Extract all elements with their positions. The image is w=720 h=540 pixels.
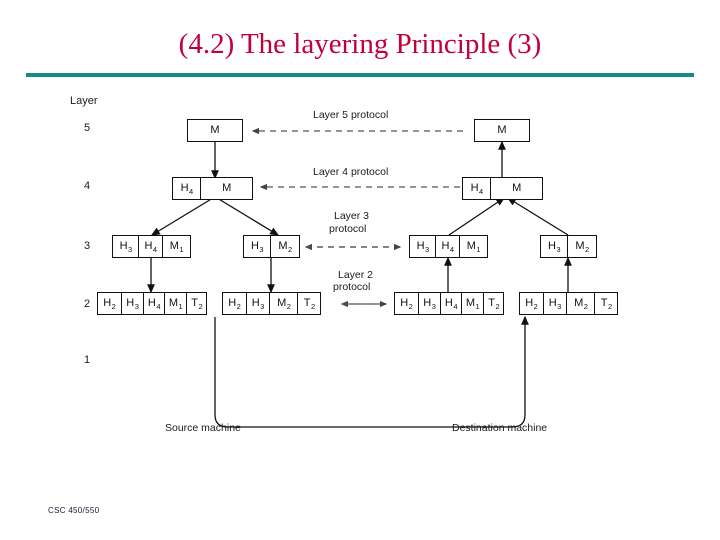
pdu-cell: M — [497, 124, 507, 136]
layer3-protocol-label-line1: Layer 3 — [334, 210, 370, 222]
pdu-destination-layer5: M — [474, 119, 530, 142]
slide-footer: CSC 450/550 — [48, 506, 100, 515]
layer3-protocol-label-line2: protocol — [329, 223, 367, 235]
page-title: (4.2) The layering Principle (3) — [178, 28, 542, 60]
diagram-connectors — [147, 127, 572, 428]
layer5-protocol-label: Layer 5 protocol — [313, 109, 389, 121]
layer-number-2: 2 — [84, 298, 91, 310]
layer-number-3: 3 — [84, 240, 91, 252]
pdu-source-layer5: M — [187, 119, 243, 142]
layer4-protocol-label: Layer 4 protocol — [313, 166, 389, 178]
pdu-cell: M — [222, 182, 232, 194]
layer-number-4: 4 — [84, 180, 91, 192]
layer-number-1: 1 — [84, 354, 91, 366]
title-divider — [26, 73, 694, 77]
pdu-cell: M — [512, 182, 522, 194]
destination-machine-label: Destination machine — [452, 422, 548, 434]
layering-diagram: Layer 5 4 3 2 1 Layer 5 protocol Layer 4… — [0, 85, 720, 455]
source-machine-label: Source machine — [165, 422, 241, 434]
layer-axis-caption: Layer — [70, 95, 98, 107]
layer2-protocol-label-line2: protocol — [333, 281, 371, 293]
layer-number-5: 5 — [84, 122, 91, 134]
pdu-cell: M — [210, 124, 220, 136]
layer2-protocol-label-line1: Layer 2 — [338, 269, 374, 281]
